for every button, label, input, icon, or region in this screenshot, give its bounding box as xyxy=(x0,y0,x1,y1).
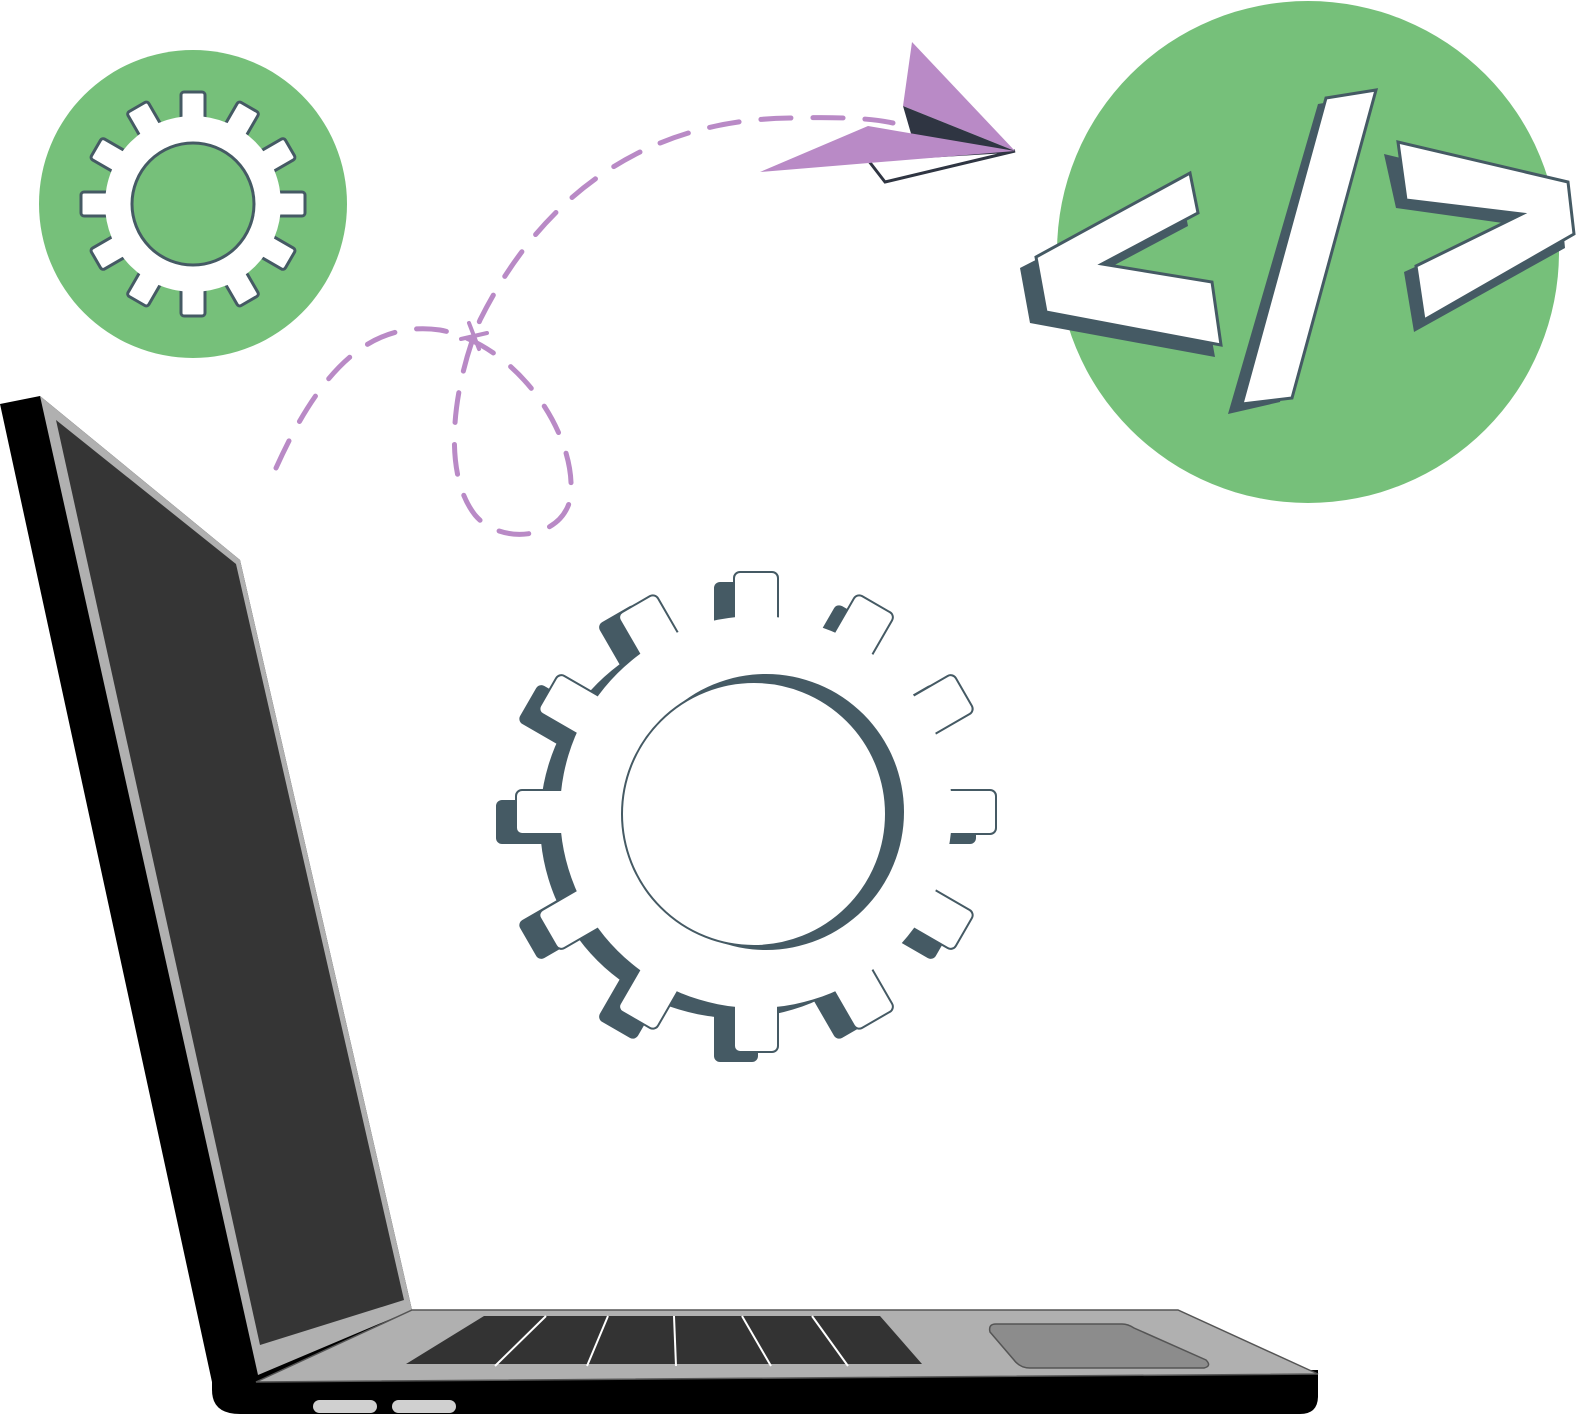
paper-plane-icon xyxy=(760,42,1016,184)
path-cross-mark xyxy=(459,321,489,351)
laptop-icon xyxy=(0,396,1319,1414)
laptop-base-edge xyxy=(212,1370,1318,1414)
dashed-flight-path xyxy=(273,115,896,537)
large-gear-icon xyxy=(496,571,997,1062)
small-gear-icon xyxy=(79,90,307,318)
code-brackets-icon xyxy=(1020,88,1576,414)
keyboard-key-dividers xyxy=(494,1315,849,1367)
laptop-port-left xyxy=(313,1400,377,1413)
laptop-port-right xyxy=(392,1400,456,1413)
code-brackets-badge xyxy=(1020,1,1576,503)
laptop-trackpad xyxy=(988,1323,1210,1369)
laptop-screen xyxy=(56,420,404,1345)
laptop-keyboard xyxy=(406,1316,922,1364)
small-gear-badge xyxy=(39,50,347,358)
